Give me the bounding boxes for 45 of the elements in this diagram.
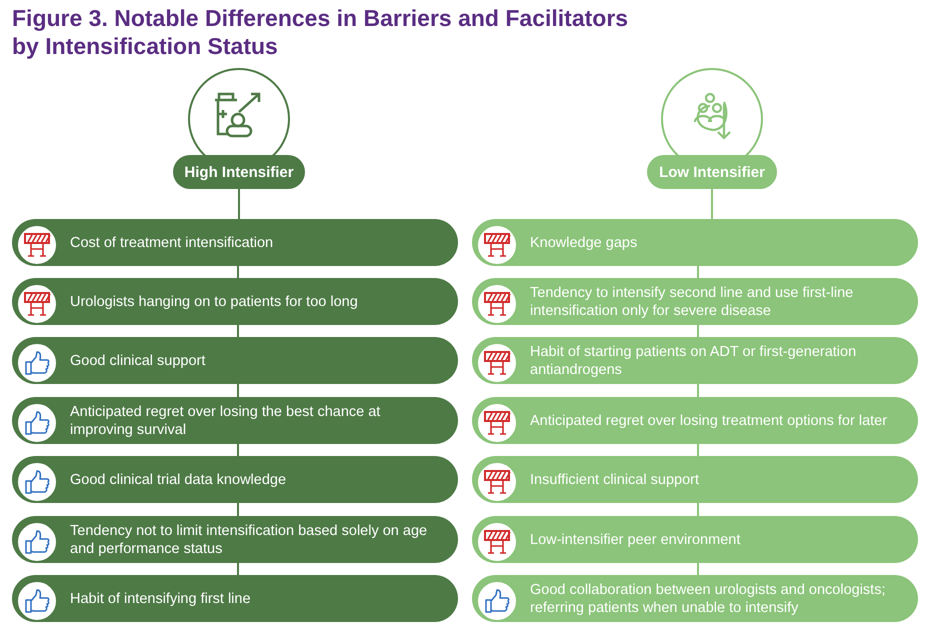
item-text: Habit of intensifying first line	[70, 590, 252, 608]
item-bar	[12, 397, 458, 444]
item-bar	[472, 397, 918, 444]
connector-line	[711, 189, 713, 219]
connector-line	[237, 266, 239, 278]
item-bar	[12, 219, 458, 266]
item-text: Good clinical trial data knowledge	[70, 470, 288, 488]
item-text: Anticipated regret over losing treatment options for later	[530, 412, 888, 430]
item-text: Insufficient clinical support	[530, 470, 700, 488]
item-bar	[12, 575, 458, 622]
item-bar	[472, 278, 918, 325]
category-pill: Low Intensifier	[647, 155, 777, 189]
item-bar	[472, 575, 918, 622]
item-text: Anticipated regret over losing the best chance at improving survival	[70, 402, 382, 438]
item-bar	[472, 219, 918, 266]
item-text: Urologists hanging on to patients for too long	[70, 292, 359, 310]
connector-line	[697, 266, 699, 278]
item-text: Tendency to intensify second line and use first-line intensification only for severe disease	[530, 284, 854, 320]
item-text: Tendency not to limit intensification based solely on age and performance status	[70, 522, 428, 558]
connector-line	[237, 503, 239, 516]
item-bar	[472, 456, 918, 503]
connector-line	[237, 384, 239, 397]
item-bar	[472, 516, 918, 563]
connector-line	[237, 563, 239, 575]
item-text: Knowledge gaps	[530, 234, 638, 252]
connector-line	[697, 563, 699, 575]
connector-line	[697, 384, 699, 397]
connector-line	[697, 325, 699, 337]
item-bar	[12, 456, 458, 503]
item-bar	[12, 278, 458, 325]
item-bar	[472, 337, 918, 384]
item-bar	[12, 516, 458, 563]
connector-line	[697, 503, 699, 516]
item-text: Cost of treatment intensification	[70, 234, 274, 252]
item-text: Good collaboration between urologists and oncologists; referring patients when unable to intensify	[530, 580, 886, 616]
connector-line	[697, 444, 699, 456]
item-text: Habit of starting patients on ADT or first-generation antiandrogens	[530, 342, 858, 378]
item-text: Good clinical support	[70, 352, 206, 370]
category-pill: High Intensifier	[173, 155, 305, 189]
item-bar	[12, 337, 458, 384]
figure-title: Figure 3. Notable Differences in Barriers and Facilitators by Intensification Status	[12, 4, 630, 60]
item-text: Low-intensifier peer environment	[530, 530, 742, 548]
connector-line	[237, 444, 239, 456]
connector-line	[237, 325, 239, 337]
connector-line	[238, 189, 240, 219]
